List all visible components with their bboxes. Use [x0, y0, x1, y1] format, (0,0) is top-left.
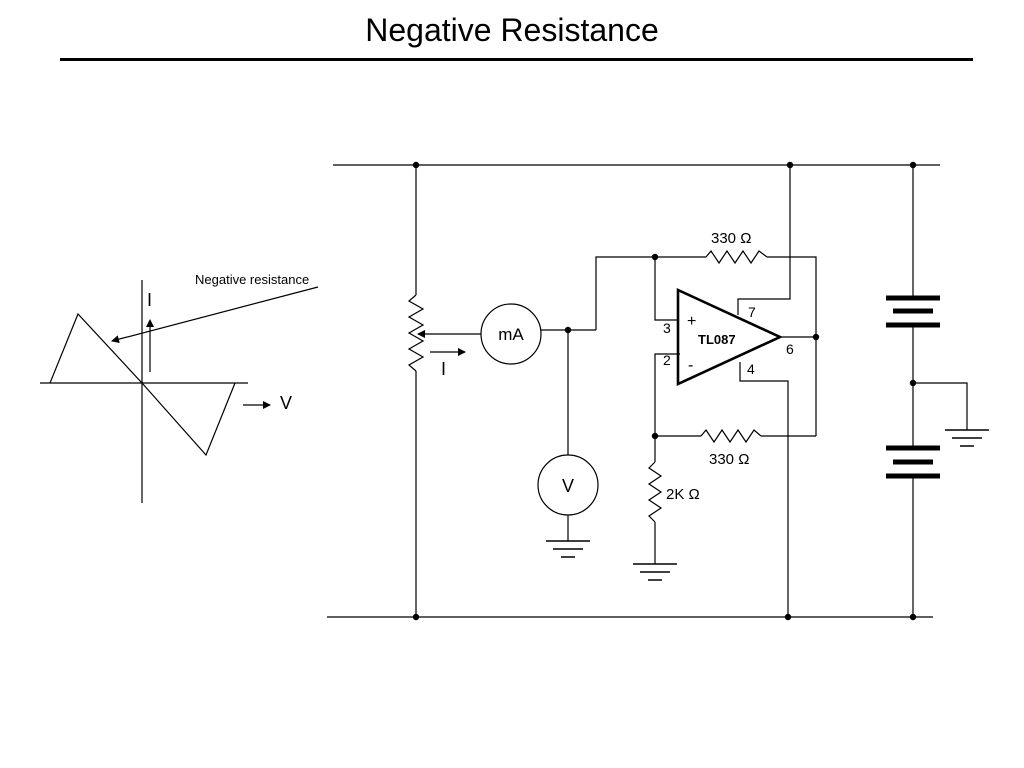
junction-dots: [412, 161, 917, 621]
pin-3-label: 3: [663, 320, 671, 336]
opamp-tl087: [676, 287, 784, 387]
ground-symbol-resistor: [633, 563, 677, 581]
x-axis-label: V: [280, 393, 292, 413]
iv-graph: Negative resistance I V: [40, 272, 319, 503]
pin2-wire: [654, 353, 701, 437]
vminus-wire: [739, 362, 789, 617]
slide-title: Negative Resistance: [365, 12, 659, 48]
voltmeter-label: V: [562, 476, 574, 496]
resistor-2k-label: 2K Ω: [666, 486, 700, 503]
resistor-top-label: 330 Ω: [711, 230, 751, 247]
annotation-arrow: [111, 286, 319, 344]
resistor-top-330: [705, 249, 768, 265]
current-label: I: [441, 359, 446, 379]
vplus-wire: [737, 165, 791, 315]
ammeter: [480, 303, 542, 365]
top-feedback-wire: [767, 256, 817, 436]
pin3-wire: [654, 257, 680, 321]
pin-6-label: 6: [786, 341, 794, 357]
ground-symbol-voltmeter: [546, 540, 590, 558]
resistor-2k: [647, 461, 663, 523]
pin-2-label: 2: [663, 352, 671, 368]
ammeter-label: mA: [498, 325, 524, 344]
center-ground-wire: [913, 382, 968, 430]
y-axis-label: I: [147, 290, 152, 310]
resistor-bottom-label: 330 Ω: [709, 451, 749, 468]
opamp-name: TL087: [698, 332, 736, 347]
node-to-top-wire: [595, 256, 706, 330]
ground-symbol-supply: [945, 429, 989, 447]
iv-curve: [49, 312, 236, 457]
pin-4-label: 4: [747, 361, 755, 377]
pin-7-label: 7: [748, 304, 756, 320]
potentiometer: [407, 294, 425, 372]
annotation-label: Negative resistance: [195, 272, 309, 287]
opamp-minus: -: [688, 357, 693, 374]
resistor-bottom-330: [700, 428, 762, 444]
circuit: I mA V 330 Ω TL087 + - 3 2 6 7 4: [327, 161, 989, 621]
opamp-plus: +: [687, 313, 696, 330]
title-divider: [60, 58, 973, 61]
